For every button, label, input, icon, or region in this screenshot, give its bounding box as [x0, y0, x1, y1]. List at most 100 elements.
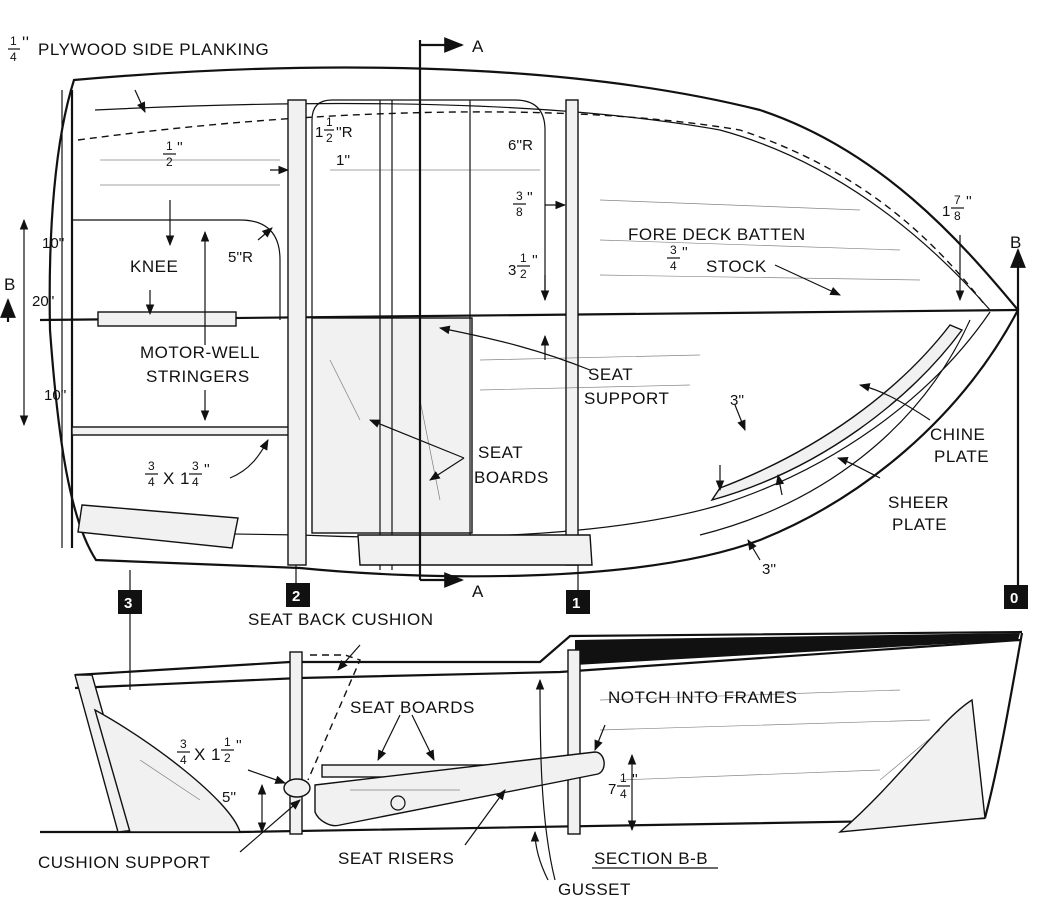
plan-view: [0, 37, 1026, 690]
svg-text:'': '': [966, 193, 972, 210]
sheer-outline: [48, 66, 1020, 578]
motor-well-label-2: STRINGERS: [146, 367, 250, 386]
section-grain: [139, 689, 941, 801]
section-b-right: B: [1010, 233, 1022, 252]
svg-text:2: 2: [166, 155, 173, 169]
seat-boards-label-1: SEAT: [478, 443, 523, 462]
svg-text:3'': 3'': [730, 392, 744, 409]
chine-plate: [710, 324, 964, 502]
frame-2-plan: [287, 99, 307, 566]
svg-text:3: 3: [516, 189, 523, 203]
svg-text:3: 3: [670, 243, 677, 257]
svg-text:8: 8: [516, 205, 523, 219]
stern-stringer-cut: [77, 504, 239, 549]
seat-risers-label: SEAT RISERS: [338, 849, 454, 868]
svg-text:5'': 5'': [222, 789, 236, 806]
svg-text:2: 2: [224, 751, 231, 765]
svg-text:3: 3: [508, 262, 516, 279]
chine-outline: [94, 102, 991, 311]
plywood-frac-den: 4: [10, 50, 17, 64]
svg-text:''R: ''R: [336, 124, 353, 141]
svg-text:'': '': [177, 139, 183, 156]
svg-text:7: 7: [608, 781, 616, 798]
svg-text:3: 3: [192, 459, 199, 473]
svg-text:4: 4: [180, 753, 187, 767]
cushion-support-label: CUSHION SUPPORT: [38, 853, 211, 872]
gunwale-line: [74, 630, 1023, 677]
seat-boards-side-label: SEAT BOARDS: [350, 698, 475, 717]
svg-text:6''R: 6''R: [508, 137, 533, 154]
gusset-label: GUSSET: [558, 880, 631, 899]
svg-text:3: 3: [148, 459, 155, 473]
svg-text:1: 1: [326, 115, 333, 129]
svg-text:8: 8: [954, 209, 961, 223]
svg-text:X 1: X 1: [163, 469, 190, 488]
frame-1-plan: [565, 99, 579, 566]
svg-text:1: 1: [166, 139, 173, 153]
svg-text:1: 1: [620, 771, 627, 785]
chine-plate-label-2: PLATE: [934, 447, 989, 466]
plywood-frac-mark: '': [22, 33, 30, 52]
svg-text:5''R: 5''R: [228, 249, 253, 266]
fore-deck-black: [575, 633, 1020, 665]
frame-1-side: [567, 649, 581, 835]
svg-text:'': '': [632, 771, 638, 788]
svg-text:1'': 1'': [336, 152, 350, 169]
svg-text:3'': 3'': [762, 561, 776, 578]
frame-tag-2: 2: [292, 588, 300, 605]
plywood-frac-num: 1: [10, 34, 17, 48]
fore-deck-batten-label: FORE DECK BATTEN: [628, 225, 806, 244]
seat-boards-label-2: BOARDS: [474, 468, 549, 487]
deck-dashed-line: [77, 111, 986, 306]
knee-label: KNEE: [130, 257, 178, 276]
svg-text:'': '': [236, 737, 242, 754]
svg-text:'': '': [204, 461, 210, 478]
plan-grain: [100, 159, 921, 501]
seat-back-cushion-label: SEAT BACK CUSHION: [248, 610, 433, 629]
section-a-bottom: A: [472, 582, 484, 601]
svg-text:1: 1: [224, 735, 231, 749]
sheer-plate-label-2: PLATE: [892, 515, 947, 534]
svg-text:4: 4: [148, 475, 155, 489]
chine-plate-label-1: CHINE: [930, 425, 985, 444]
svg-text:2: 2: [326, 131, 333, 145]
section-bb-view: [40, 630, 1024, 881]
plywood-label: PLYWOOD SIDE PLANKING: [38, 40, 269, 59]
notch-into-frames-label: NOTCH INTO FRAMES: [608, 688, 798, 707]
frame-tags: 3 2 1 0: [118, 583, 1028, 614]
lower-stringer: [71, 426, 295, 436]
svg-text:4: 4: [670, 259, 677, 273]
svg-text:X 1: X 1: [194, 745, 221, 764]
svg-text:4: 4: [192, 475, 199, 489]
svg-text:7: 7: [954, 193, 961, 207]
bow-knee: [837, 698, 986, 833]
svg-text:1: 1: [942, 203, 950, 220]
frame-tag-3: 3: [124, 595, 132, 612]
svg-text:10'': 10'': [44, 387, 67, 404]
svg-text:1: 1: [520, 251, 527, 265]
knee-stringer: [97, 311, 237, 327]
section-b-left: B: [4, 275, 16, 294]
frame-tag-1: 1: [572, 595, 580, 612]
seat-riser: [314, 751, 605, 827]
svg-text:'': '': [682, 244, 688, 261]
seat-support-label-2: SUPPORT: [584, 389, 669, 408]
svg-text:'': '': [532, 252, 538, 269]
section-labels: SEAT BACK CUSHION NOTCH INTO FRAMES SEAT…: [38, 610, 798, 899]
svg-text:4: 4: [620, 787, 627, 801]
sheer-plate-label-1: SHEER: [888, 493, 949, 512]
svg-text:'': '': [527, 189, 533, 206]
sheer-plate: [699, 319, 971, 536]
svg-text:10'': 10'': [42, 235, 65, 252]
svg-text:2: 2: [520, 267, 527, 281]
svg-text:3: 3: [180, 737, 187, 751]
motor-well-label-1: MOTOR-WELL: [140, 343, 260, 362]
stern-knee: [93, 708, 241, 833]
svg-text:1: 1: [315, 124, 323, 141]
frame-tag-0: 0: [1010, 590, 1018, 607]
plan-labels: 1 4 '' PLYWOOD SIDE PLANKING A A B B 1 2…: [4, 33, 1022, 601]
svg-text:20'': 20'': [32, 293, 55, 310]
section-bb-label: SECTION B-B: [594, 849, 708, 868]
